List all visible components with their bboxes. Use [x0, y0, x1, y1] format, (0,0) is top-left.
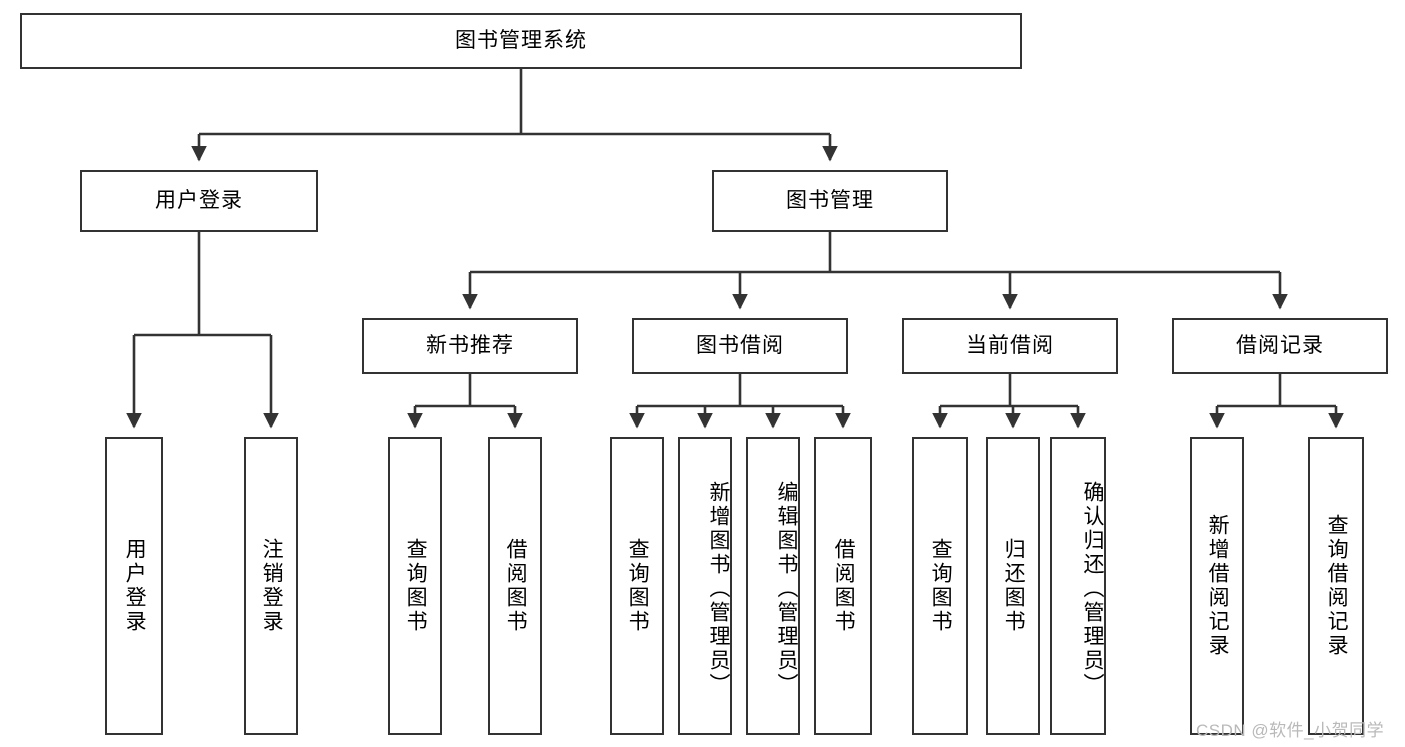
node-user-login-label: 用户登录: [155, 188, 243, 212]
node-leaf-add-record[interactable]: 新增借阅记录: [1190, 437, 1244, 735]
node-leaf-add-book[interactable]: 新增图书（管理员）: [678, 437, 732, 735]
node-root-label: 图书管理系统: [455, 28, 587, 52]
node-leaf-confirm-return[interactable]: 确认归还（管理员）: [1050, 437, 1106, 735]
node-borrow-record[interactable]: 借阅记录: [1172, 318, 1388, 374]
node-new-book-rec[interactable]: 新书推荐: [362, 318, 578, 374]
node-current-borrow-label: 当前借阅: [966, 333, 1054, 357]
node-leaf-borrow-book-1-label: 借阅图书: [504, 538, 528, 634]
node-leaf-add-record-label: 新增借阅记录: [1206, 514, 1230, 658]
node-leaf-query-book-1-label: 查询图书: [404, 538, 428, 634]
node-leaf-return-book-label: 归还图书: [1002, 538, 1026, 634]
node-leaf-return-book[interactable]: 归还图书: [986, 437, 1040, 735]
csdn-watermark: CSDN @软件_小贺同学: [1196, 721, 1385, 740]
node-book-borrow-label: 图书借阅: [696, 333, 784, 357]
node-leaf-edit-book[interactable]: 编辑图书（管理员）: [746, 437, 800, 735]
node-leaf-borrow-book-2-label: 借阅图书: [832, 538, 856, 634]
node-leaf-query-book-3[interactable]: 查询图书: [912, 437, 968, 735]
node-new-book-rec-label: 新书推荐: [426, 333, 514, 357]
node-current-borrow[interactable]: 当前借阅: [902, 318, 1118, 374]
node-leaf-user-logout[interactable]: 注销登录: [244, 437, 298, 735]
node-leaf-query-book-3-label: 查询图书: [929, 538, 953, 634]
node-leaf-query-record-label: 查询借阅记录: [1325, 514, 1349, 658]
node-root[interactable]: 图书管理系统: [20, 13, 1022, 69]
node-leaf-borrow-book-2[interactable]: 借阅图书: [814, 437, 872, 735]
node-leaf-edit-book-label: 编辑图书（管理员）: [775, 481, 798, 697]
node-book-manage[interactable]: 图书管理: [712, 170, 948, 232]
node-leaf-user-login-label: 用户登录: [123, 538, 147, 634]
node-book-borrow[interactable]: 图书借阅: [632, 318, 848, 374]
node-leaf-user-logout-label: 注销登录: [260, 538, 284, 634]
node-leaf-query-book-2-label: 查询图书: [626, 538, 650, 634]
node-leaf-query-record[interactable]: 查询借阅记录: [1308, 437, 1364, 735]
node-borrow-record-label: 借阅记录: [1236, 333, 1324, 357]
node-user-login[interactable]: 用户登录: [80, 170, 318, 232]
node-leaf-borrow-book-1[interactable]: 借阅图书: [488, 437, 542, 735]
node-book-manage-label: 图书管理: [786, 188, 874, 212]
node-leaf-query-book-2[interactable]: 查询图书: [610, 437, 664, 735]
node-leaf-user-login[interactable]: 用户登录: [105, 437, 163, 735]
node-leaf-confirm-return-label: 确认归还（管理员）: [1081, 481, 1104, 697]
node-leaf-add-book-label: 新增图书（管理员）: [707, 481, 730, 697]
node-leaf-query-book-1[interactable]: 查询图书: [388, 437, 442, 735]
